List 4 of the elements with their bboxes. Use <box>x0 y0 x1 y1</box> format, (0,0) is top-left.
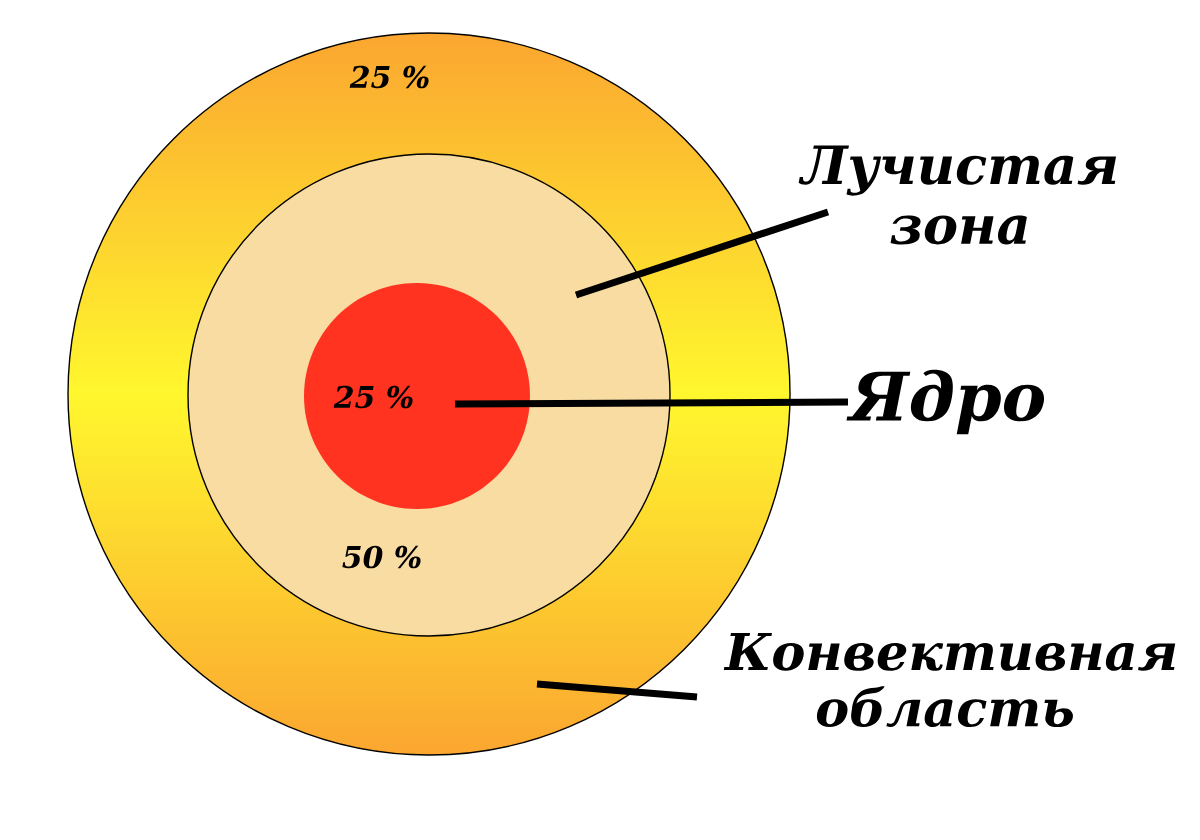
zone-label: Лучистая зона <box>798 145 1117 245</box>
leader-line <box>574 208 830 299</box>
leader-line <box>536 680 698 701</box>
zone-label: Ядро <box>846 369 1045 435</box>
